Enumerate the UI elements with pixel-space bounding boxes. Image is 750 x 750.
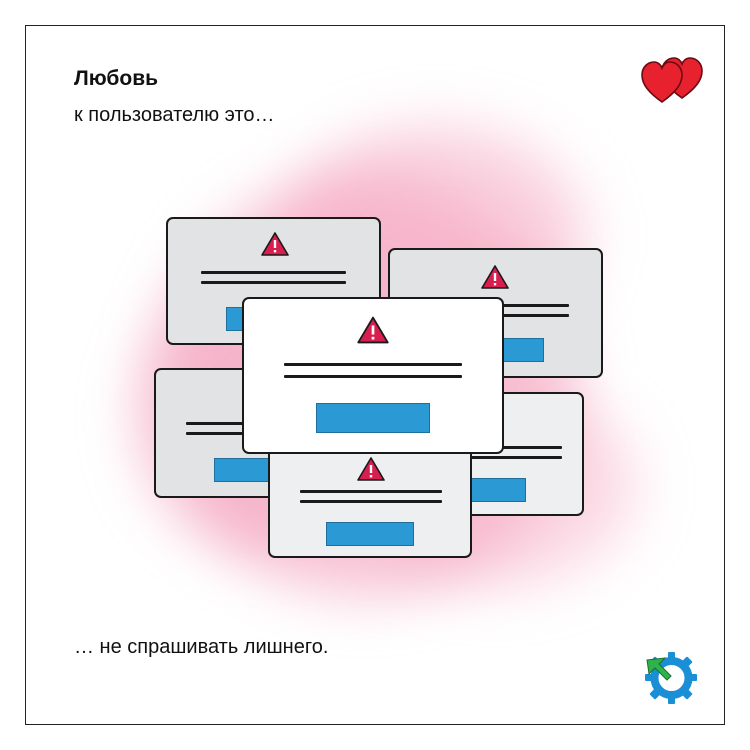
warning-triangle-icon <box>481 265 509 289</box>
warning-triangle-icon <box>357 457 385 481</box>
message-line <box>300 490 442 493</box>
message-line <box>284 363 462 366</box>
dialog-button[interactable] <box>326 522 414 546</box>
page-title: Любовь <box>74 67 159 90</box>
closing-caption: … не спрашивать лишнего. <box>74 636 329 658</box>
canvas-frame: Любовь к пользователю это… <box>25 25 725 725</box>
message-line <box>470 456 562 459</box>
message-line <box>300 500 442 503</box>
warning-triangle-icon <box>261 232 289 256</box>
message-line <box>201 271 346 274</box>
page-subtitle: к пользователю это… <box>74 104 275 126</box>
gear-arrow-logo <box>645 652 697 704</box>
alert-dialog-front <box>242 297 504 454</box>
message-line <box>201 281 346 284</box>
dialog-button[interactable] <box>316 403 430 433</box>
dialog-button[interactable] <box>470 478 526 502</box>
message-line <box>470 446 562 449</box>
message-line <box>284 375 462 378</box>
warning-triangle-icon <box>357 316 389 344</box>
hearts-icon <box>641 57 703 103</box>
alert-dialog <box>268 446 472 558</box>
